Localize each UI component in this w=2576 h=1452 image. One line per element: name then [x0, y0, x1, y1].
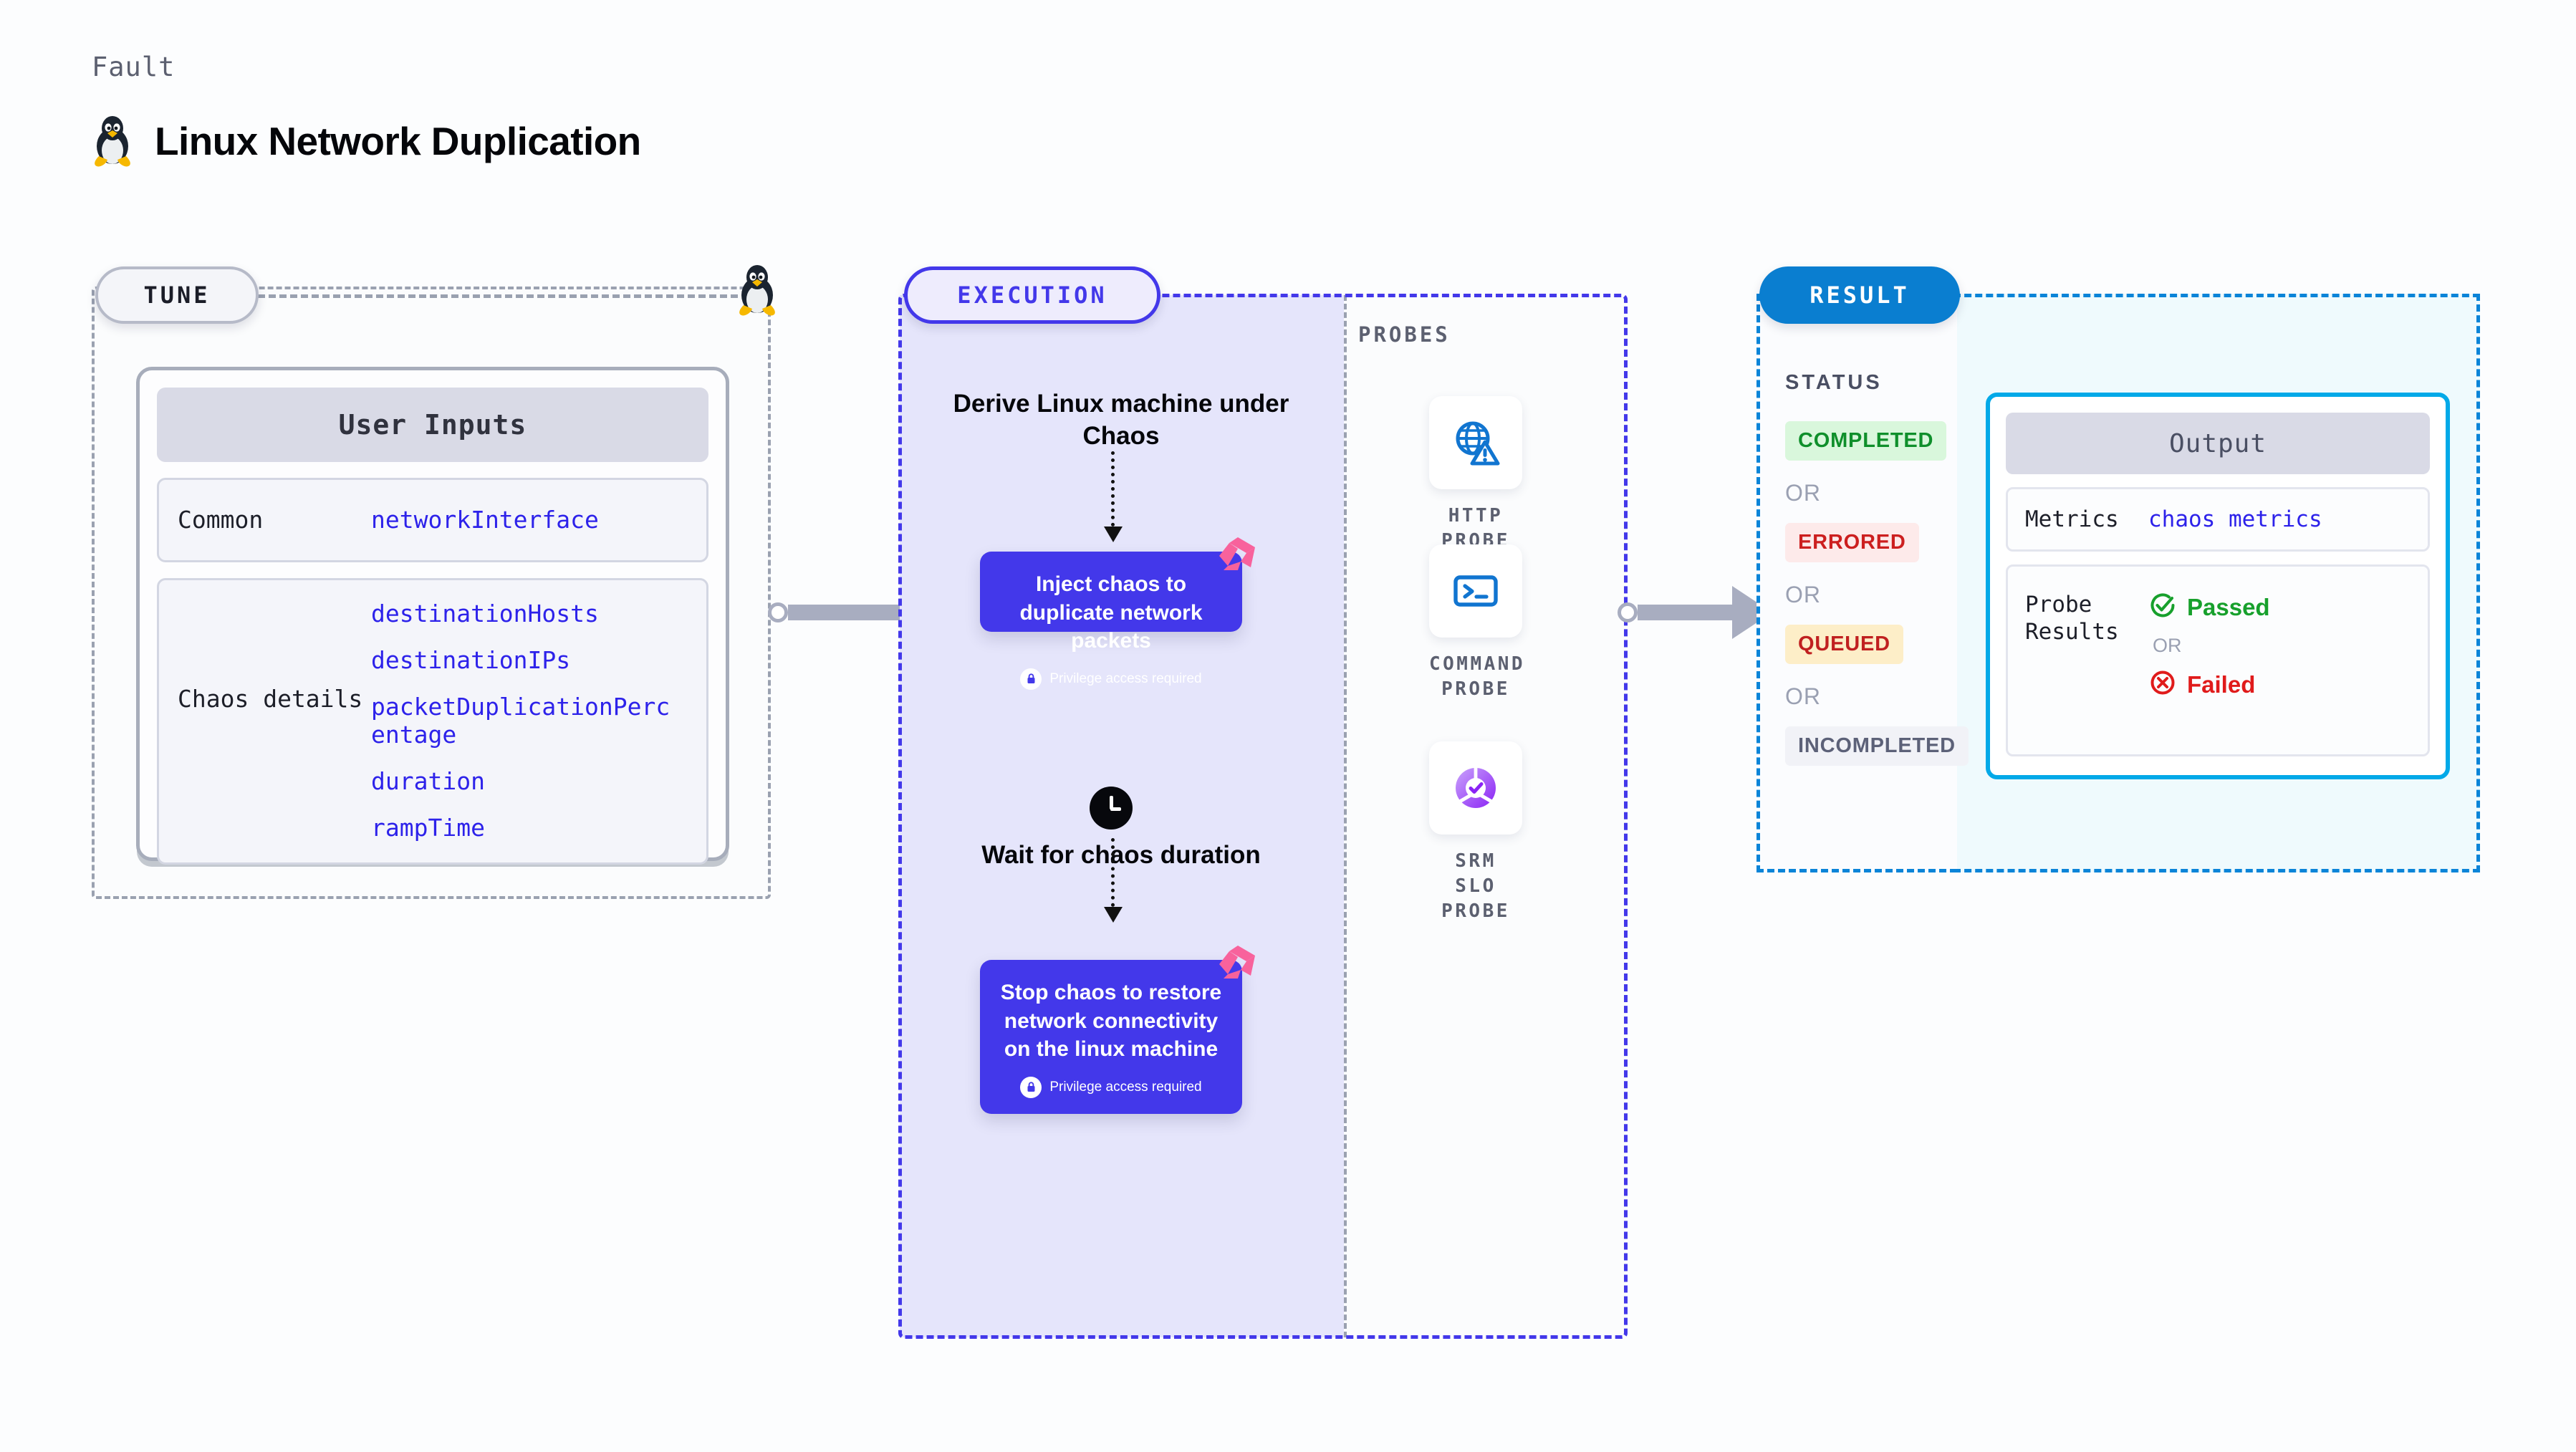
lock-icon [1020, 1076, 1042, 1098]
user-inputs-title: User Inputs [157, 388, 708, 462]
status-badge-completed: COMPLETED [1785, 421, 1947, 461]
user-inputs-card: User Inputs Common networkInterface Chao… [136, 367, 729, 865]
execution-tag[interactable]: EXECUTION [904, 266, 1160, 324]
execution-step-derive: Derive Linux machine under Chaos [938, 388, 1304, 453]
step-label: Wait for chaos duration [981, 841, 1261, 869]
status-badge-errored: ERRORED [1785, 523, 1919, 562]
input-value[interactable]: destinationHosts [371, 600, 599, 628]
tune-connector-line [258, 294, 738, 298]
input-row-label: Chaos details [178, 685, 363, 713]
status-badge-queued: QUEUED [1785, 625, 1903, 664]
step-label: Stop chaos to restore network connectivi… [1000, 981, 1222, 1062]
result-status-region [1756, 294, 1957, 872]
check-circle-icon [2148, 591, 2177, 623]
input-row-label: Common [178, 505, 264, 534]
input-value[interactable]: rampTime [371, 813, 485, 842]
input-row-common: Common networkInterface [157, 478, 708, 562]
connector-start-dot [768, 602, 788, 622]
litmus-logo-icon [1216, 943, 1258, 984]
slo-donut-check-icon [1429, 741, 1522, 835]
output-card: Output Metrics chaos metrics Probe Resul… [1986, 393, 2450, 779]
privilege-note: Privilege access required [997, 1076, 1225, 1098]
input-row-chaos-details: Chaos details destinationHosts destinati… [157, 578, 708, 865]
probe-label: SRM SLO PROBE [1441, 850, 1510, 923]
execution-step-inject-chaos[interactable]: Inject chaos to duplicate network packet… [980, 537, 1255, 690]
output-row-probe-results: Probe Results Passed OR [2006, 564, 2430, 756]
probe-http[interactable]: HTTP PROBE [1429, 396, 1522, 554]
probe-command[interactable]: COMMAND PROBE [1429, 544, 1526, 702]
output-metrics-value[interactable]: chaos metrics [2148, 506, 2322, 532]
execution-step-wait: Wait for chaos duration [938, 840, 1304, 872]
execution-step-stop-chaos[interactable]: Stop chaos to restore network connectivi… [980, 946, 1255, 1114]
execution-panel [898, 294, 1628, 1339]
clock-icon [1090, 787, 1133, 830]
probe-failed-label: Failed [2187, 670, 2256, 698]
connector-shaft [1638, 605, 1732, 620]
flow-arrow-down-icon [1104, 838, 1123, 923]
fault-kicker: Fault [92, 52, 176, 82]
privilege-note: Privilege access required [997, 668, 1225, 690]
privilege-text: Privilege access required [1049, 670, 1202, 686]
tux-penguin-icon [92, 115, 133, 168]
probe-or-label: OR [2153, 635, 2182, 656]
probe-result-passed: Passed [2148, 591, 2270, 623]
output-title: Output [2006, 413, 2430, 474]
output-row-metrics: Metrics chaos metrics [2006, 487, 2430, 552]
probe-label: COMMAND PROBE [1429, 653, 1526, 701]
status-or-label: OR [1785, 683, 1821, 709]
input-row-values: destinationHosts destinationIPs packetDu… [371, 600, 672, 842]
status-or-label: OR [1785, 480, 1821, 506]
output-row-label: Probe Results [2025, 592, 2119, 645]
probe-result-values: Passed OR Failed [2148, 591, 2270, 701]
page-title: Linux Network Duplication [92, 115, 641, 168]
status-badge-incompleted: INCOMPLETED [1785, 726, 1969, 766]
privilege-text: Privilege access required [1049, 1079, 1202, 1095]
input-value[interactable]: destinationIPs [371, 645, 571, 674]
tux-penguin-icon [736, 264, 778, 320]
flow-arrow-down-icon [1104, 451, 1123, 542]
probe-result-failed: Failed [2148, 668, 2270, 701]
connector-start-dot [1618, 602, 1638, 622]
input-value[interactable]: packetDuplicationPercentage [371, 692, 671, 749]
input-value[interactable]: networkInterface [371, 505, 599, 534]
step-label: Inject chaos to duplicate network packet… [1019, 572, 1203, 653]
status-or-label: OR [1785, 582, 1821, 607]
x-circle-icon [2148, 668, 2177, 701]
lock-icon [1020, 668, 1042, 690]
litmus-logo-icon [1216, 534, 1258, 576]
output-row-label: Metrics [2025, 506, 2119, 532]
globe-warning-icon [1429, 396, 1522, 489]
status-heading: STATUS [1785, 371, 1883, 394]
connector-shaft [788, 605, 913, 620]
terminal-icon [1429, 544, 1522, 638]
step-label: Derive Linux machine under Chaos [953, 390, 1289, 450]
probes-label: PROBES [1358, 322, 1451, 347]
probe-passed-label: Passed [2187, 593, 2270, 620]
result-tag[interactable]: RESULT [1759, 266, 1960, 324]
probe-srm-slo[interactable]: SRM SLO PROBE [1429, 741, 1522, 924]
input-value[interactable]: duration [371, 766, 485, 795]
page-title-text: Linux Network Duplication [155, 119, 641, 163]
input-row-values: networkInterface [371, 506, 599, 534]
tune-tag[interactable]: TUNE [95, 266, 259, 324]
